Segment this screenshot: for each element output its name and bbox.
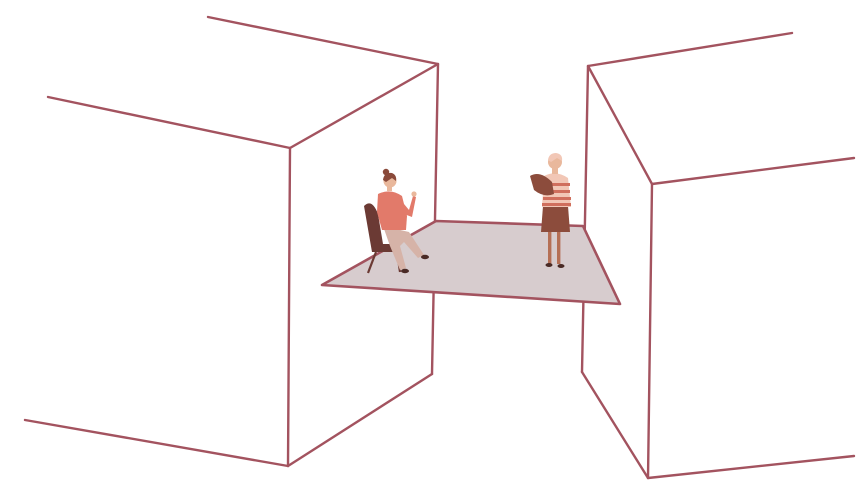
standing-woman-shoe-right	[557, 264, 565, 268]
chair	[364, 203, 400, 252]
floating-platform	[320, 219, 622, 306]
left-building-bottom-right-edge	[286, 372, 434, 468]
seated-woman-neck	[387, 184, 392, 191]
held-object-icon	[530, 174, 554, 196]
right-building-front-corner-edge	[646, 182, 654, 480]
seated-woman-hair-bun	[382, 168, 390, 176]
seated-woman-figure	[364, 168, 429, 274]
seated-woman-shoe-left	[401, 268, 409, 274]
left-building-top-back-edge	[46, 15, 440, 150]
left-building-front-corner-edge	[286, 146, 292, 468]
standing-woman-neck	[552, 166, 558, 174]
standing-woman-figure	[530, 153, 571, 268]
standing-woman-hair	[548, 153, 563, 162]
right-building-left-corner-edge	[580, 64, 590, 374]
seated-woman-shoe-right	[421, 254, 429, 260]
left-building-bottom-left-edge	[23, 418, 290, 468]
seated-woman-hand	[411, 191, 417, 197]
standing-woman-shoe-left	[545, 263, 553, 267]
right-building-bottom-right-edge	[646, 454, 856, 480]
left-building-right-corner-edge	[430, 62, 440, 376]
standing-woman-skirt	[541, 206, 570, 232]
seated-woman-legs	[383, 226, 424, 270]
right-building	[580, 31, 856, 480]
seated-woman-shirt	[377, 191, 407, 230]
standing-woman-shirt-stripes	[542, 183, 571, 206]
standing-woman-leg-right	[557, 230, 561, 264]
right-building-top-edge	[586, 31, 856, 186]
standing-woman-leg-left	[548, 230, 552, 264]
seated-woman-arm	[399, 196, 416, 217]
left-building	[23, 15, 440, 468]
chair-leg-front	[366, 251, 378, 274]
right-building-bottom-left-edge	[580, 370, 650, 480]
